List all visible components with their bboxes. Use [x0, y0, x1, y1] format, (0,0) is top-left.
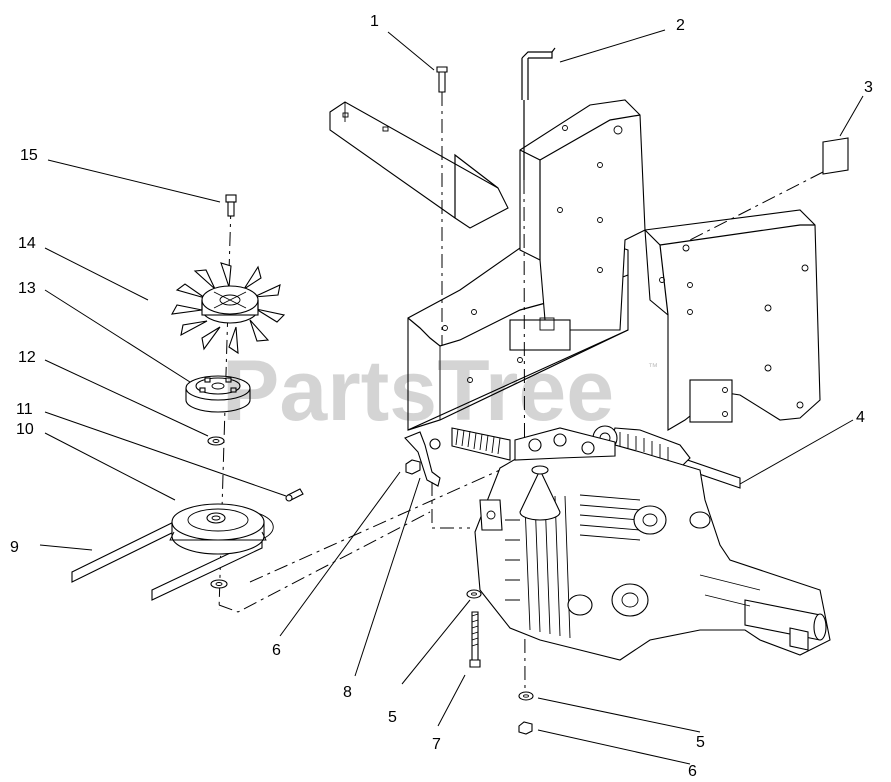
callout-15: 15: [20, 147, 38, 164]
callout-7: 7: [432, 736, 441, 753]
hex-nut-upper[interactable]: [405, 459, 421, 475]
left-side-plate[interactable]: [509, 99, 646, 351]
drive-pulley[interactable]: [169, 503, 267, 555]
callout-9: 9: [10, 539, 19, 556]
callout-4: 4: [856, 409, 865, 426]
transaxle[interactable]: [474, 427, 831, 661]
callout-14: 14: [18, 235, 36, 252]
washer-left[interactable]: [466, 589, 482, 599]
angle-bracket[interactable]: [329, 101, 509, 229]
set-screw[interactable]: [285, 488, 304, 502]
leader-lines: [39, 29, 864, 765]
lift-rod[interactable]: [521, 47, 556, 180]
callout-numbers: 1 2 3 4 5 5 6 6 7 8 9 10 11 12 13 14 15: [10, 13, 873, 780]
callout-5-right: 5: [696, 734, 705, 751]
callout-3: 3: [864, 79, 873, 96]
bracket-bolt[interactable]: [436, 66, 448, 93]
mount-bolt[interactable]: [469, 611, 481, 668]
decal-label[interactable]: [822, 137, 849, 175]
washer-bottom[interactable]: [518, 691, 534, 701]
callout-2: 2: [676, 17, 685, 34]
pulley-hub[interactable]: [185, 375, 251, 413]
z-bracket[interactable]: [404, 431, 441, 487]
right-side-plate[interactable]: [644, 209, 821, 431]
callout-11: 11: [16, 401, 33, 418]
watermark-trademark: ™: [648, 362, 658, 373]
callout-6-left: 6: [272, 642, 281, 659]
watermark-text: PartsTree: [222, 343, 614, 439]
callout-1: 1: [370, 13, 379, 30]
callout-13: 13: [18, 280, 36, 297]
cooling-fan[interactable]: [170, 262, 286, 355]
hex-nut-bottom[interactable]: [518, 721, 533, 735]
lower-washer[interactable]: [210, 579, 228, 589]
callout-5-left: 5: [388, 709, 397, 726]
upper-washer[interactable]: [207, 436, 225, 446]
fan-bolt[interactable]: [225, 194, 237, 217]
threaded-shaft[interactable]: [451, 427, 511, 461]
callout-8: 8: [343, 684, 352, 701]
callout-12: 12: [18, 349, 36, 366]
callout-10: 10: [16, 421, 34, 438]
callout-6-right: 6: [688, 763, 697, 780]
pulley-fan-stack: [71, 194, 501, 613]
